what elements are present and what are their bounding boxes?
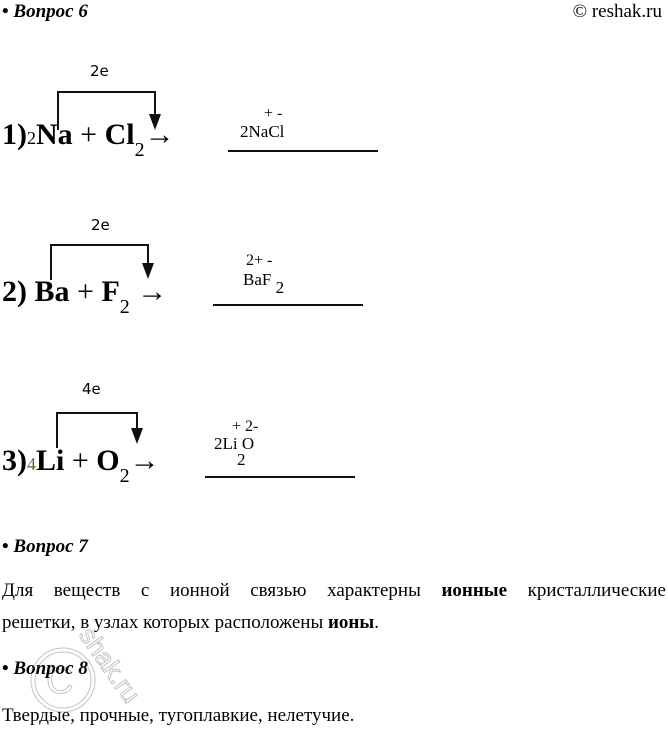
bold-term: ионы — [327, 612, 375, 633]
product-formula: BaF — [243, 270, 272, 289]
question-7-answer-line-2: решетки, в узлах которых расположены ион… — [2, 612, 666, 634]
answer-line — [205, 476, 355, 478]
plus-sign: + — [80, 118, 98, 151]
reaction-arrow-icon: → — [144, 118, 175, 151]
reactant-1: Na — [36, 118, 73, 151]
reaction-number: 1) — [2, 118, 27, 151]
bullet: • — [2, 658, 9, 679]
svg-text:shak.ru: shak.ru — [73, 621, 146, 708]
question-6-heading: • Вопрос 6 — [2, 1, 88, 23]
bullet: • — [2, 536, 9, 557]
plus-sign: + — [77, 275, 94, 308]
product: BaF 2 — [243, 270, 284, 297]
electron-transfer-arrow-icon — [57, 91, 161, 130]
bold-term: ионные — [441, 580, 508, 601]
reaction-arrow-icon: → — [137, 275, 168, 308]
product-subscript: 2 — [237, 450, 246, 469]
electrons-label: 4e — [82, 380, 101, 398]
equation: 2) Ba + F2 → — [2, 275, 167, 319]
reaction-number: 2) — [2, 275, 27, 308]
product: 2NaCl — [240, 122, 285, 141]
text: решетки, в узлах которых расположены — [2, 612, 328, 633]
copyright-label: © reshak.ru — [572, 1, 662, 22]
reaction-number: 3) — [2, 444, 27, 477]
equation: 3)4Li + O2→ — [2, 444, 160, 488]
ion-charges: 2+ - — [246, 252, 273, 269]
plus-sign: + — [71, 444, 89, 477]
text: . — [374, 612, 379, 633]
ion-charges: + - — [264, 105, 283, 122]
coefficient: 2 — [27, 128, 36, 148]
watermark-icon: C shak.ru — [30, 621, 147, 713]
electron-transfer-arrow-icon — [50, 244, 154, 280]
reactant-1: Ba — [34, 275, 70, 308]
answer-line — [228, 150, 378, 152]
answer-line — [213, 304, 363, 306]
bullet: • — [2, 1, 9, 22]
text: Для веществ с ионной связью характерны — [2, 580, 442, 601]
subscript: 2 — [134, 139, 145, 161]
ion-charges: + 2- — [232, 418, 259, 435]
electrons-label: 2e — [91, 216, 110, 234]
electron-transfer-arrow-icon — [56, 412, 143, 448]
question-7-title: Вопрос 7 — [13, 536, 88, 557]
question-8-heading: • Вопрос 8 — [2, 658, 88, 680]
svg-text:C: C — [46, 660, 73, 702]
subscript: 2 — [119, 465, 130, 487]
question-8-answer: Твердые, прочные, тугоплавкие, нелетучие… — [2, 705, 355, 726]
electrons-label: 2e — [90, 62, 109, 80]
reaction-arrow-icon: → — [129, 444, 160, 477]
reactant-1: Li — [36, 444, 65, 477]
coefficient: 4 — [27, 454, 36, 474]
reactant-2: Cl — [104, 118, 135, 151]
question-8-title: Вопрос 8 — [13, 658, 88, 679]
reactant-2: O — [96, 444, 120, 477]
question-7-answer-line-1: Для веществ с ионной связью характерны и… — [2, 580, 666, 602]
subscript: 2 — [119, 296, 130, 318]
product-subscript: 2 — [275, 278, 285, 297]
product: 2Li O — [214, 434, 255, 453]
reactant-2: F — [101, 275, 120, 308]
equation: 1)2Na + Cl2→ — [2, 118, 175, 162]
question-7-heading: • Вопрос 7 — [2, 536, 88, 558]
question-6-title: Вопрос 6 — [13, 1, 88, 22]
text: кристаллические — [507, 580, 666, 601]
